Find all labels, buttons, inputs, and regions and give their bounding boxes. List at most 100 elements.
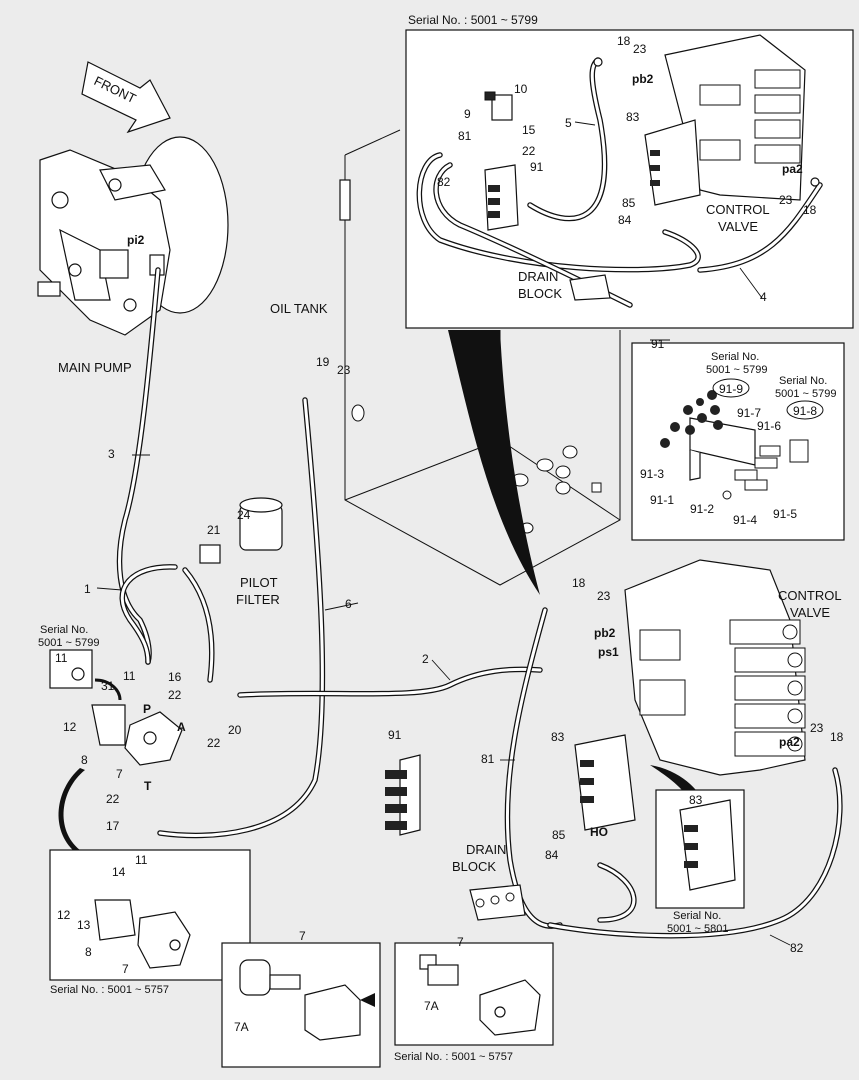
manifold-91 xyxy=(385,754,421,836)
part-number-label: 83 xyxy=(689,793,703,807)
pilot-valve-block-7 xyxy=(91,704,183,766)
serial-range-83: 5001 ~ 5801 xyxy=(667,923,728,935)
serial-range-left: 5001 ~ 5799 xyxy=(38,637,99,649)
part-number-label: 12 xyxy=(63,720,77,734)
part-number-label: 91 xyxy=(651,337,665,351)
part-number-label: 7 xyxy=(299,929,306,943)
part-number-label: 81 xyxy=(458,129,472,143)
port-pb2-top: pb2 xyxy=(632,72,654,86)
bottom-inset-7-left xyxy=(221,942,381,1068)
pilot-block-83 xyxy=(574,734,745,909)
part-number-label: 8 xyxy=(81,753,88,767)
part-number-label: 18 xyxy=(617,34,631,48)
part-number-label: 31 xyxy=(101,679,115,693)
part-number-label: 2 xyxy=(422,652,429,666)
port-pb2: pb2 xyxy=(594,626,616,640)
pilot-filter-label-1: PILOT xyxy=(240,575,278,590)
part-number-label: 11 xyxy=(123,669,136,683)
serial-no-91-9: Serial No. xyxy=(711,351,759,363)
drain-block-top-2: BLOCK xyxy=(518,286,562,301)
part-number-label: 84 xyxy=(618,213,632,227)
serial-top: Serial No. : 5001 ~ 5799 xyxy=(408,13,538,27)
part-number-label: 22 xyxy=(522,144,536,158)
front-arrow: FRONT xyxy=(81,61,171,134)
part-number-label: 7 xyxy=(457,935,464,949)
port-t: T xyxy=(144,779,152,793)
part-number-label: 22 xyxy=(106,792,120,806)
control-valve-top-2: VALVE xyxy=(718,219,758,234)
pilot-filter-label-2: FILTER xyxy=(236,592,280,607)
serial-range-91-8: 5001 ~ 5799 xyxy=(775,388,836,400)
serial-no-left: Serial No. xyxy=(40,624,88,636)
serial-no-91-8: Serial No. xyxy=(779,375,827,387)
part-number-label: 82 xyxy=(790,941,804,955)
part-number-label: 82 xyxy=(437,175,451,189)
part-number-label: 9 xyxy=(464,107,471,121)
part-number-label: 3 xyxy=(108,447,115,461)
part-number-label: 13 xyxy=(77,918,91,932)
serial-5757-bottom: Serial No. : 5001 ~ 5757 xyxy=(394,1051,513,1063)
part-number-label: 91-9 xyxy=(719,382,743,396)
serial-no-83: Serial No. xyxy=(673,910,721,922)
part-number-label: 83 xyxy=(551,730,565,744)
part-number-label: 18 xyxy=(803,203,817,217)
inset-91-manifold xyxy=(631,342,845,541)
part-number-label: 21 xyxy=(207,523,221,537)
port-ps1: ps1 xyxy=(598,645,619,659)
part-number-label: 5 xyxy=(565,116,572,130)
part-number-label: 83 xyxy=(626,110,640,124)
part-number-label: 91-3 xyxy=(640,467,664,481)
part-number-label: 84 xyxy=(545,848,559,862)
control-valve xyxy=(624,559,806,776)
top-inset-serial-5799 xyxy=(405,29,854,329)
part-number-label: 23 xyxy=(597,589,611,603)
part-number-label: 15 xyxy=(522,123,536,137)
main-pump-label: MAIN PUMP xyxy=(58,360,132,375)
callout-91-8 xyxy=(786,400,824,420)
part-number-label: 91-7 xyxy=(737,406,761,420)
part-number-label: 23 xyxy=(633,42,647,56)
part-number-label: 91-4 xyxy=(733,513,757,527)
bottom-inset-7-right xyxy=(394,942,554,1046)
control-valve-2: VALVE xyxy=(790,605,830,620)
oil-tank xyxy=(339,129,621,595)
inset-pointer-arrow xyxy=(360,993,375,1007)
drain-block-1: DRAIN xyxy=(466,842,506,857)
part-number-label: 20 xyxy=(228,723,242,737)
part-number-label: 81 xyxy=(481,752,495,766)
part-number-label: 23 xyxy=(779,193,793,207)
part-number-label: 7A xyxy=(424,999,439,1013)
part-number-label: 7 xyxy=(122,962,129,976)
callout-91-9 xyxy=(712,378,750,398)
part-number-label: 22 xyxy=(207,736,221,750)
serial-inset-11 xyxy=(49,649,122,701)
control-valve-1: CONTROL xyxy=(778,588,842,603)
part-number-label: 12 xyxy=(57,908,71,922)
pilot-filter xyxy=(199,497,283,564)
part-number-label: 91-1 xyxy=(650,493,674,507)
part-number-label: 23 xyxy=(337,363,351,377)
part-number-label: 18 xyxy=(830,730,844,744)
part-number-label: 4 xyxy=(760,290,767,304)
part-number-label: 7A xyxy=(234,1020,249,1034)
part-number-label: 17 xyxy=(106,819,120,833)
drain-block-2: BLOCK xyxy=(452,859,496,874)
text-labels: Serial No. : 5001 ~ 5799 pi2 MAIN PUMP O… xyxy=(38,13,842,1063)
part-number-label: 91-6 xyxy=(757,419,781,433)
part-number-label: 6 xyxy=(345,597,352,611)
hoses xyxy=(116,267,843,939)
part-number-label: 91 xyxy=(388,728,402,742)
oil-tank-label: OIL TANK xyxy=(270,301,328,316)
part-number-label: 19 xyxy=(316,355,330,369)
port-a: A xyxy=(177,720,186,734)
part-number-label: 14 xyxy=(112,865,126,879)
part-number-label: 11 xyxy=(55,651,68,665)
port-pa2-top: pa2 xyxy=(782,162,803,176)
part-number-label: 85 xyxy=(552,828,566,842)
part-number-label: 91-5 xyxy=(773,507,797,521)
drain-block-top-1: DRAIN xyxy=(518,269,558,284)
part-number-label: 23 xyxy=(810,721,824,735)
control-valve-top-1: CONTROL xyxy=(706,202,770,217)
serial-range-91-9: 5001 ~ 5799 xyxy=(706,364,767,376)
